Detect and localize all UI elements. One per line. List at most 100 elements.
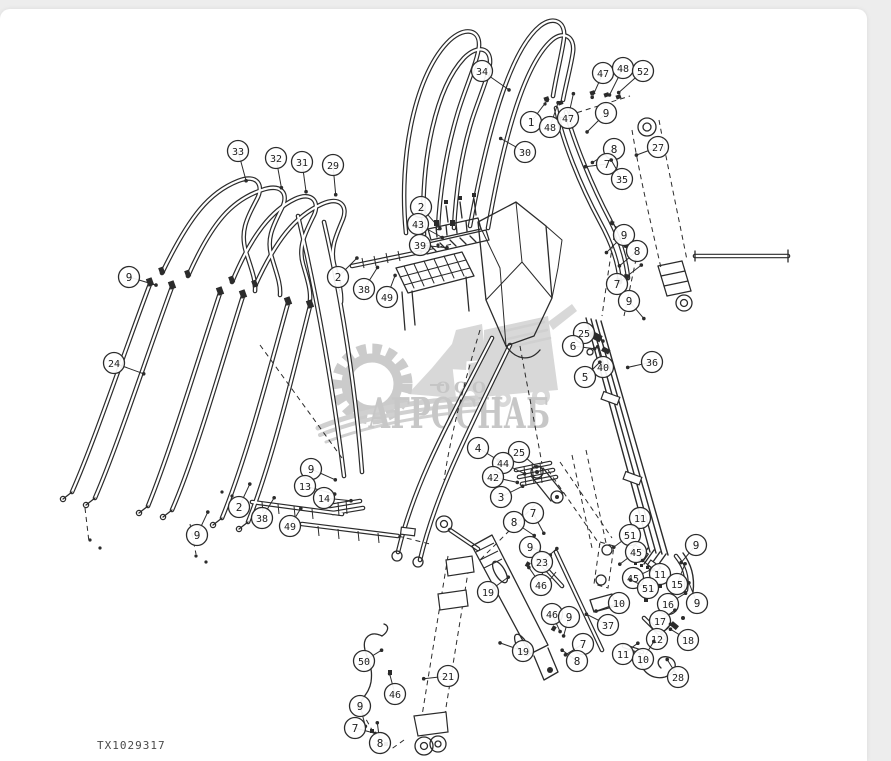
svg-text:17: 17 <box>654 617 666 628</box>
callout-42: 42 <box>481 465 520 489</box>
svg-text:29: 29 <box>327 161 339 172</box>
callout-6: 6 <box>561 334 597 358</box>
callout-27: 27 <box>634 135 670 159</box>
svg-text:9: 9 <box>194 529 201 542</box>
svg-text:51: 51 <box>624 531 636 542</box>
callout-18: 18 <box>668 627 700 652</box>
callout-31: 31 <box>290 150 314 194</box>
callout-9: 9 <box>518 535 553 559</box>
svg-text:47: 47 <box>597 69 609 80</box>
svg-text:2: 2 <box>418 201 425 214</box>
callout-46: 46 <box>383 671 407 706</box>
callout-29: 29 <box>321 153 345 197</box>
callout-47: 47 <box>556 91 580 130</box>
hydraulic-hoses <box>69 18 791 655</box>
svg-text:44: 44 <box>497 459 509 470</box>
svg-text:8: 8 <box>611 143 618 156</box>
svg-text:21: 21 <box>442 672 454 683</box>
svg-text:46: 46 <box>546 610 558 621</box>
callout-34: 34 <box>470 59 511 92</box>
callout-23: 23 <box>530 546 559 574</box>
svg-text:7: 7 <box>604 158 611 171</box>
callout-5: 5 <box>573 360 602 389</box>
callout-8: 8 <box>560 648 589 673</box>
svg-text:15: 15 <box>671 580 683 591</box>
svg-text:9: 9 <box>527 541 534 554</box>
svg-text:8: 8 <box>574 655 581 668</box>
svg-text:9: 9 <box>621 229 628 242</box>
svg-text:11: 11 <box>617 650 629 661</box>
drawing-code: TX1029317 <box>97 739 166 752</box>
callout-2: 2 <box>227 482 252 519</box>
svg-text:8: 8 <box>634 245 641 258</box>
svg-text:47: 47 <box>562 114 574 125</box>
callout-17: 17 <box>648 608 677 633</box>
svg-text:10: 10 <box>613 599 625 610</box>
callout-49: 49 <box>278 506 303 538</box>
svg-text:9: 9 <box>693 539 700 552</box>
svg-text:19: 19 <box>517 647 529 658</box>
callout-9: 9 <box>585 101 618 134</box>
svg-text:10: 10 <box>637 655 649 666</box>
svg-text:9: 9 <box>126 271 133 284</box>
svg-text:11: 11 <box>654 570 666 581</box>
svg-text:24: 24 <box>108 359 120 370</box>
callout-19: 19 <box>498 639 535 663</box>
callout-36: 36 <box>625 350 664 374</box>
svg-text:25: 25 <box>578 329 590 340</box>
svg-text:3: 3 <box>498 491 505 504</box>
svg-text:8: 8 <box>377 737 384 750</box>
svg-text:40: 40 <box>597 363 609 374</box>
svg-text:19: 19 <box>482 588 494 599</box>
svg-text:49: 49 <box>284 522 296 533</box>
hydraulic-hoses <box>70 19 790 654</box>
svg-text:38: 38 <box>256 514 268 525</box>
callout-3: 3 <box>489 484 525 509</box>
callout-51: 51 <box>628 576 660 600</box>
svg-text:5: 5 <box>582 371 589 384</box>
callout-9: 9 <box>557 605 581 638</box>
callout-16: 16 <box>656 591 688 616</box>
svg-text:34: 34 <box>476 67 488 78</box>
svg-text:8: 8 <box>511 516 518 529</box>
callout-52: 52 <box>616 59 655 95</box>
callout-8: 8 <box>617 239 649 268</box>
callout-9: 9 <box>679 533 708 565</box>
svg-text:50: 50 <box>358 657 370 668</box>
watermark-prefix: ООО <box>436 378 490 397</box>
projection-lines <box>84 95 639 751</box>
callout-9: 9 <box>617 289 646 321</box>
svg-text:9: 9 <box>694 597 701 610</box>
callout-28: 28 <box>665 657 690 689</box>
svg-text:42: 42 <box>487 473 499 484</box>
callout-32: 32 <box>264 146 288 190</box>
callout-37: 37 <box>584 612 620 637</box>
svg-text:33: 33 <box>232 147 244 158</box>
callout-11: 11 <box>640 558 672 586</box>
svg-text:18: 18 <box>682 636 694 647</box>
callout-2: 2 <box>326 256 359 289</box>
svg-text:45: 45 <box>627 574 639 585</box>
svg-text:30: 30 <box>519 148 531 159</box>
callout-40: 40 <box>591 344 615 379</box>
callout-15: 15 <box>665 561 689 596</box>
callout-2: 2 <box>409 195 442 231</box>
svg-text:9: 9 <box>626 295 633 308</box>
watermark-company-name: АГРОСНАБ <box>368 389 550 438</box>
svg-text:27: 27 <box>652 143 664 154</box>
svg-text:46: 46 <box>535 581 547 592</box>
svg-text:7: 7 <box>580 638 587 651</box>
svg-text:7: 7 <box>614 278 621 291</box>
svg-text:23: 23 <box>536 558 548 569</box>
svg-text:13: 13 <box>299 482 311 493</box>
callout-30: 30 <box>498 136 537 164</box>
callout-38: 38 <box>352 265 380 301</box>
svg-text:49: 49 <box>381 293 393 304</box>
callout-7: 7 <box>521 501 546 536</box>
svg-text:39: 39 <box>414 241 426 252</box>
svg-text:46: 46 <box>389 690 401 701</box>
callout-11: 11 <box>611 641 640 666</box>
svg-text:12: 12 <box>651 635 663 646</box>
